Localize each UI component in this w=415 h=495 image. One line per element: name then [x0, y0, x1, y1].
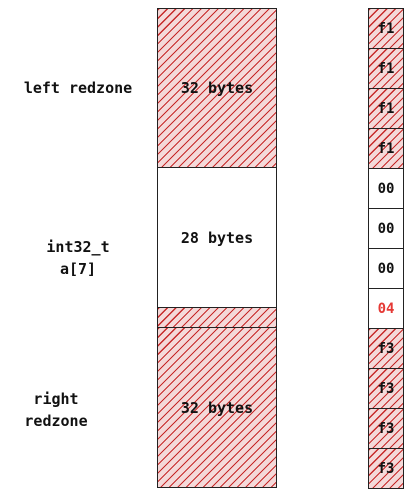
- array-block: 28 bytes: [157, 167, 277, 308]
- shadow-cell: f1: [368, 88, 404, 129]
- shadow-cell: f1: [368, 128, 404, 169]
- right-redzone-block: 32 bytes: [157, 327, 277, 488]
- shadow-cell: f3: [368, 328, 404, 369]
- shadow-cell: 00: [368, 248, 404, 289]
- right-redzone-label: right redzone: [0, 388, 112, 432]
- alignment-padding-block: [157, 307, 277, 328]
- shadow-cell: f3: [368, 448, 404, 489]
- left-redzone-size: 32 bytes: [180, 79, 254, 97]
- shadow-cell: 00: [368, 208, 404, 249]
- left-redzone-label: left redzone: [23, 79, 133, 97]
- shadow-cell: f1: [368, 8, 404, 49]
- array-label-type: int32_t: [46, 238, 110, 256]
- right-redzone-size: 32 bytes: [180, 398, 254, 417]
- shadow-cell: f3: [368, 368, 404, 409]
- shadow-cell: 00: [368, 168, 404, 209]
- right-redzone-label-line1: right: [33, 390, 79, 408]
- left-redzone-block: 32 bytes: [157, 8, 277, 168]
- array-size: 28 bytes: [180, 228, 254, 247]
- shadow-cell: 04: [368, 288, 404, 329]
- shadow-cell: f3: [368, 408, 404, 449]
- shadow-cell: f1: [368, 48, 404, 89]
- right-redzone-label-line2: redzone: [24, 412, 88, 430]
- array-label-name: a[7]: [59, 260, 97, 278]
- array-label: int32_t a[7]: [8, 236, 148, 280]
